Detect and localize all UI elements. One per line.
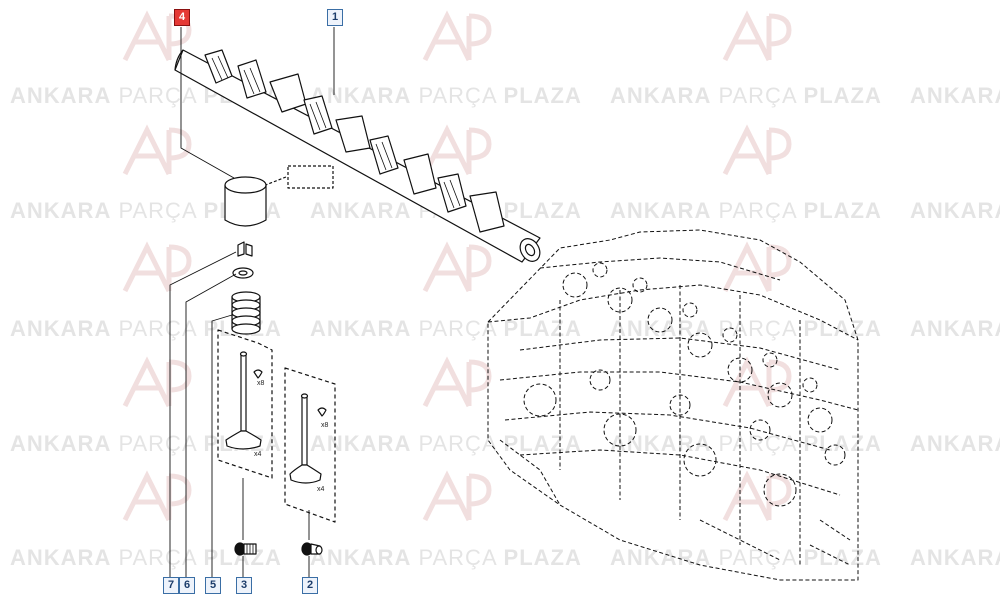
valve-right[interactable] [289,393,322,484]
valve-keeper[interactable] [237,241,253,257]
callout-3[interactable]: 3 [236,577,252,594]
tappet[interactable] [224,176,267,227]
camshaft[interactable] [174,49,544,265]
valve-left[interactable] [225,351,262,450]
qty-label-valve-right: x4 [317,486,325,493]
valve-stem-seal-right[interactable] [301,542,323,556]
callout-1[interactable]: 1 [327,9,343,26]
callout-5[interactable]: 5 [205,577,221,594]
callout-7[interactable]: 7 [163,577,179,594]
callout-6[interactable]: 6 [179,577,195,594]
callout-4[interactable]: 4 [174,9,190,26]
valve-stem-seal-left[interactable] [234,542,257,556]
placeholder-box [287,165,334,189]
valve-spring[interactable] [231,291,261,335]
qty-label-valve-left: x4 [254,451,262,458]
qty-label-keeper-left: x8 [257,380,265,387]
cylinder-head [487,229,859,581]
leader-lines [169,27,335,578]
spring-seat[interactable] [232,267,254,279]
callout-2[interactable]: 2 [302,577,318,594]
qty-label-keeper-right: x8 [321,422,329,429]
